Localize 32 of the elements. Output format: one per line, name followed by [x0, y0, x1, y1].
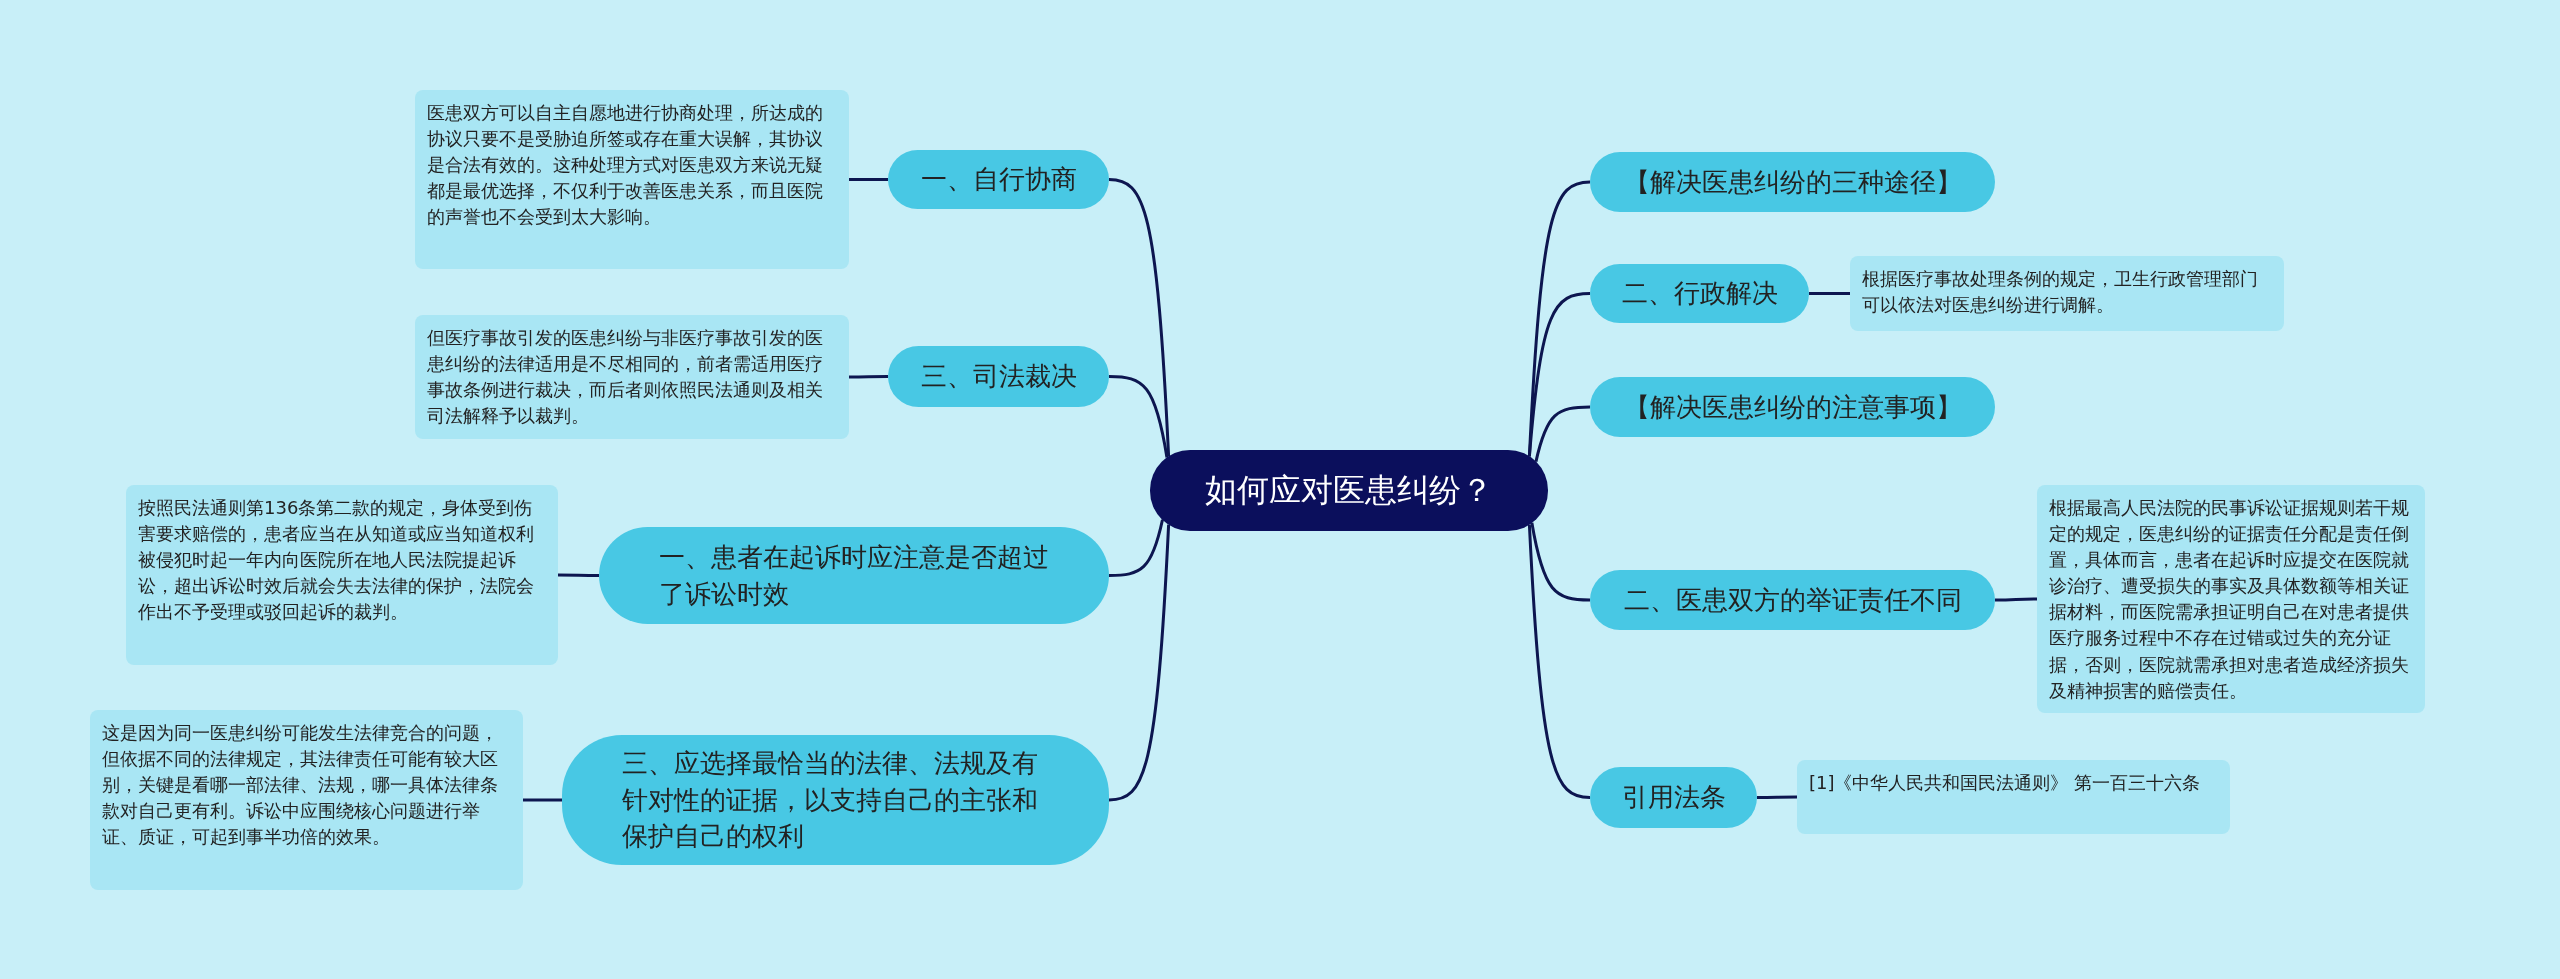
topic-box: 一、自行协商 [888, 150, 1109, 209]
connector-line [1108, 375, 1169, 458]
note-box: 根据医疗事故处理条例的规定，卫生行政管理部门可以依法对医患纠纷进行调解。 [1850, 256, 2284, 331]
connector-line [1527, 524, 1591, 799]
topic-box: 二、医患双方的举证责任不同 [1590, 570, 1995, 630]
note-box: [1]《中华人民共和国民法通则》 第一百三十六条 [1797, 760, 2230, 834]
connector-line [1809, 292, 1850, 295]
note-box: 根据最高人民法院的民事诉讼证据规则若干规定的规定，医患纠纷的证据责任分配是责任倒置，具体而言，患者在起诉时应提交在医院就诊治疗、遭受损失的事实及具体数额等相关证据材料，而医院需承担证明自己在对患者提供医疗服务过程中不存在过错或过失的充分证据，否则，医院就需承担对患者造成经济损失及精神损害的赔偿责任。 [2037, 485, 2425, 713]
note-box: 医患双方可以自主自愿地进行协商处理，所达成的协议只要不是受胁迫所签或存在重大误解，其协议是合法有效的。这种处理方式对医患双方来说无疑都是最优选择，不仅利于改善医患关系，而且医院的声誉也不会受到太大影响。 [415, 90, 849, 269]
topic-box: 三、司法裁决 [888, 346, 1109, 407]
connector-line [1108, 524, 1171, 802]
connector-line [1108, 178, 1171, 457]
topic-box: 引用法条 [1590, 767, 1757, 828]
connector-line [1995, 597, 2037, 602]
topic-box: 二、行政解决 [1590, 264, 1809, 323]
topic-box: 【解决医患纠纷的注意事项】 [1590, 377, 1995, 437]
connector-line [1534, 405, 1591, 463]
note-box: 但医疗事故引发的医患纠纷与非医疗事故引发的医患纠纷的法律适用是不尽相同的，前者需适用医疗事故条例进行裁决，而后者则依照民法通则及相关司法解释予以裁判。 [415, 315, 849, 439]
connector-line [849, 375, 888, 379]
connector-line [523, 798, 562, 802]
connector-line [1527, 292, 1591, 457]
note-box: 按照民法通则第136条第二款的规定，身体受到伤害要求赔偿的，患者应当在从知道或应当知道权利被侵犯时起一年内向医院所在地人民法院提起诉讼，超出诉讼时效后就会失去法律的保护，法院会作出不予受理或驳回起诉的裁判。 [126, 485, 558, 665]
topic-box: 【解决医患纠纷的三种途径】 [1590, 152, 1995, 212]
connector-line [1530, 522, 1591, 602]
connector-line [849, 178, 888, 181]
topic-box: 一、患者在起诉时应注意是否超过了诉讼时效 [599, 527, 1109, 624]
connector-line [1757, 795, 1797, 799]
topic-box: 三、应选择最恰当的法律、法规及有针对性的证据，以支持自己的主张和保护自己的权利 [562, 735, 1109, 865]
connector-line [1108, 519, 1164, 577]
central-topic: 如何应对医患纠纷？ [1150, 450, 1548, 531]
note-box: 这是因为同一医患纠纷可能发生法律竞合的问题，但依据不同的法律规定，其法律责任可能有较大区别，关键是看哪一部法律、法规，哪一具体法律条款对自己更有利。诉讼中应围绕核心问题进行举证、质证，可起到事半功倍的效果。 [90, 710, 523, 890]
connector-line [558, 573, 599, 577]
